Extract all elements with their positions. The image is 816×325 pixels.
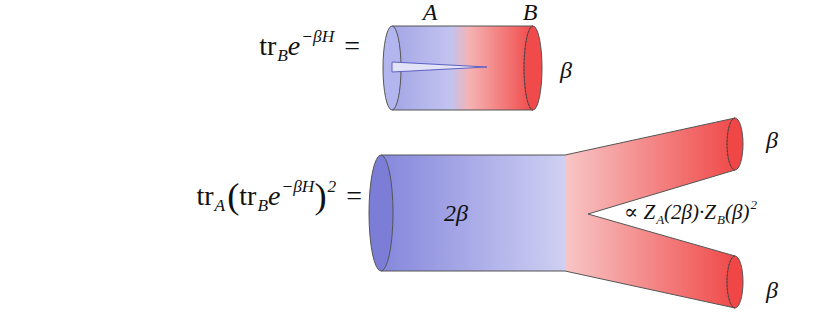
equation-bottom: trA(trBe−βH)2= [196,178,362,215]
math-symbol: tr [196,180,213,211]
math-symbol: −βH [281,177,314,196]
inverse-temperature: 2β [444,201,468,225]
math-symbol: A [215,196,226,215]
math-symbol: = [344,30,360,61]
inverse-temperature: β [766,128,778,152]
math-symbol: tr [239,180,256,211]
proportional-expression: ∝ ZA(2β)·ZB(β)2 [624,198,757,225]
math-symbol: 2 [328,177,337,196]
math-symbol: tr [259,30,276,61]
math-symbol: A [656,212,664,227]
math-symbol: ) [314,176,326,216]
math-symbol: ( [227,176,239,216]
math-symbol: (β) [725,200,749,224]
equation-top: trBe−βH = [259,28,360,64]
top-cylinder [383,26,542,110]
inverse-temperature: β [560,58,572,82]
math-symbol: e [268,180,280,211]
math-symbol: B [277,46,288,65]
region-label: A [423,0,438,24]
math-symbol: B [257,196,268,215]
math-symbol: ∝ Z [624,200,655,224]
math-symbol: e [288,30,300,61]
math-symbol: B [717,212,725,227]
inverse-temperature: β [766,278,778,302]
math-symbol: −βH [301,27,334,46]
math-symbol: 2 [750,197,757,212]
math-symbol: (2β)·Z [664,200,716,224]
math-symbol: = [346,180,362,211]
region-label: B [523,0,538,24]
split-cylinder [369,118,743,308]
